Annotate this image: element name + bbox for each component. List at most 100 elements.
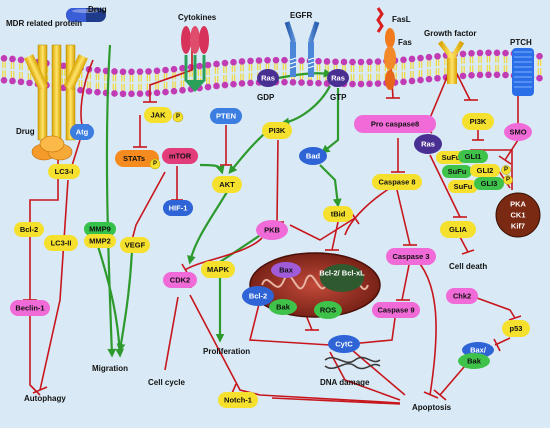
gli1-label: GLI1 (465, 152, 482, 161)
stats-phospho-label: P (153, 161, 157, 167)
notch1-label: Notch-1 (224, 396, 252, 405)
sufu3-label: SuFu (454, 182, 473, 191)
cdk2-node: CDK2 (163, 272, 197, 288)
p53-node: p53 (502, 320, 530, 337)
sufu1-label: SuFu (442, 153, 461, 162)
tbid-node: tBid (323, 206, 353, 222)
drug-capsule-icon (66, 8, 106, 22)
glia-node: GLIA (440, 221, 476, 238)
gli3-label: GLI3 (481, 179, 498, 188)
mtor-label: mTOR (169, 152, 192, 161)
fas-receptor (376, 7, 396, 90)
ras-gtp-node: Ras (327, 69, 349, 87)
bax-bak-right-node: Bax/ Bak (458, 342, 494, 369)
cell-cycle-label: Cell cycle (148, 378, 185, 387)
ras-gdp-node: Ras (257, 69, 279, 87)
hif1-node: HIF-1 (163, 200, 193, 216)
smo-node: SMO (504, 123, 532, 141)
mdr-label-line1: MDR related protein (6, 19, 82, 28)
mtor-node: mTOR (162, 148, 198, 164)
bax-node: Bax (271, 262, 301, 278)
caspase3-label: Caspase 3 (392, 252, 429, 261)
chk2-node: Chk2 (446, 288, 478, 304)
bcl2-xl-label: Bcl-2/ Bcl-xL (319, 269, 365, 278)
chk2-label: Chk2 (453, 292, 471, 301)
jak-phospho-label: P (176, 114, 180, 120)
notch1-node: Notch-1 (218, 392, 258, 408)
vegf-label: VEGF (125, 241, 146, 250)
cytokines-label: Cytokines (178, 13, 217, 22)
pka-ck1-kif7-node: PKA CK1 Kif7 (495, 192, 541, 238)
bak-right-label: Bak (467, 357, 482, 366)
pro-caspase8-node: Pro caspase8 (354, 115, 436, 133)
migration-label: Migration (92, 364, 128, 373)
tbid-label: tBid (331, 210, 346, 219)
pten-label: PTEN (216, 112, 236, 121)
growth-factor-receptor (438, 40, 465, 84)
gli3-phospho-label: P (506, 177, 510, 183)
gli2-label: GLI2 (477, 166, 494, 175)
stats-label: STATs (123, 154, 145, 163)
pi3k-mid-label: PI3K (269, 126, 286, 135)
bcl2-mito-label: Bcl-2 (249, 292, 267, 301)
lc3-i-label: LC3-I (55, 167, 74, 176)
bad-label: Bad (306, 152, 321, 161)
mapk-label: MAPK (207, 265, 230, 274)
cytokine-receptor (181, 26, 209, 92)
pro-caspase8-label: Pro caspase8 (371, 120, 419, 129)
fasl-label: FasL (392, 15, 411, 24)
vegf-node: VEGF (120, 237, 150, 253)
cdk2-label: CDK2 (170, 276, 190, 285)
p53-label: p53 (510, 324, 523, 333)
jak-node: JAK P (144, 107, 184, 123)
kif7-label: Kif7 (511, 222, 525, 231)
bax-label: Bax (279, 266, 294, 275)
gtp-label: GTP (330, 93, 347, 102)
proliferation-label: Proliferation (203, 347, 250, 356)
mmp2-label: MMP2 (89, 237, 111, 246)
stats-node: STATs P (115, 150, 161, 170)
ck1-label: CK1 (510, 211, 525, 220)
pi3k-right-node: PI3K (462, 113, 494, 130)
ros-node: ROS (314, 301, 342, 319)
akt-label: AKT (219, 180, 235, 189)
pten-node: PTEN (210, 108, 242, 124)
caspase8-node: Caspase 8 (372, 174, 422, 190)
dna-damage-label: DNA damage (320, 378, 370, 387)
fas-label: Fas (398, 38, 412, 47)
drug-label: Drug (16, 127, 35, 136)
bcl2-left-label: Bcl-2 (20, 225, 38, 234)
growth-factor-label: Growth factor (424, 29, 476, 38)
caspase3-node: Caspase 3 (386, 248, 436, 265)
gdp-label: GDP (257, 93, 275, 102)
smo-label: SMO (509, 128, 526, 137)
mdr-label: MDR related protein (6, 19, 82, 28)
bcl2-xl-node: Bcl-2/ Bcl-xL (319, 264, 365, 292)
akt-node: AKT (212, 176, 242, 193)
dna-icon (324, 356, 381, 370)
pi3k-right-label: PI3K (470, 117, 487, 126)
hedgehog-complex: SuFu GLI1 SuFu GLI2 SuFu GLI3 P P (436, 150, 513, 193)
ras-gdp-label: Ras (261, 74, 275, 83)
pkb-label: PKB (264, 226, 280, 235)
bad-node: Bad (299, 147, 327, 165)
sufu2-label: SuFu (448, 167, 467, 176)
pkb-node: PKB (256, 220, 288, 240)
glia-label: GLIA (449, 225, 467, 234)
cytc-label: CytC (335, 340, 353, 349)
caspase9-label: Caspase 9 (377, 306, 414, 315)
beclin1-label: Beclin-1 (15, 304, 44, 313)
ros-label: ROS (320, 306, 336, 315)
caspase8-label: Caspase 8 (378, 178, 415, 187)
bcl2-mito-node: Bcl-2 (242, 286, 274, 306)
autophagy-label: Autophagy (24, 394, 66, 403)
apoptosis-label: Apoptosis (412, 403, 452, 412)
mapk-node: MAPK (201, 261, 235, 278)
egfr-label: EGFR (290, 11, 312, 20)
lc3-ii-label: LC3-II (51, 239, 72, 248)
mmp9-mmp2-node: MMP9 MMP2 (84, 222, 116, 248)
bax-right-label: Bax/ (470, 346, 487, 355)
atg-label: Atg (76, 128, 89, 137)
atg-node: Atg (70, 124, 94, 140)
